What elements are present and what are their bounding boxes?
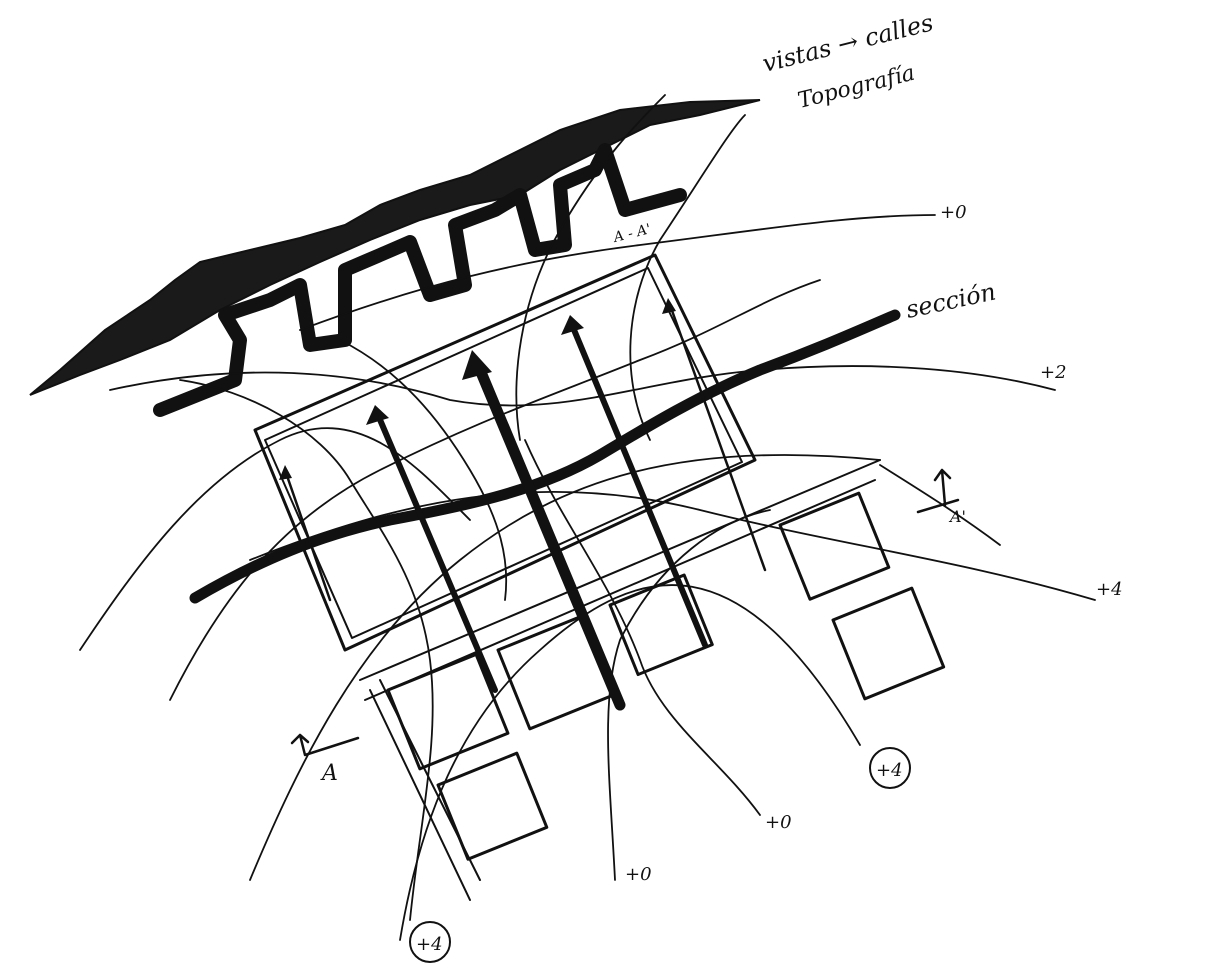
circled-label-left: +4 [416, 934, 443, 955]
contour-label-bottom-1: +0 [765, 812, 792, 833]
contour-label-right: +4 [1096, 579, 1123, 600]
contour-label-bottom-2: +0 [625, 864, 652, 885]
contour-label-mid: +2 [1040, 362, 1067, 383]
section-mark-a-prime-label: A' [948, 507, 966, 526]
contour-label-top: +0 [940, 202, 967, 223]
circled-label-right: +4 [876, 760, 903, 781]
section-mark-a-label: A [320, 761, 338, 786]
